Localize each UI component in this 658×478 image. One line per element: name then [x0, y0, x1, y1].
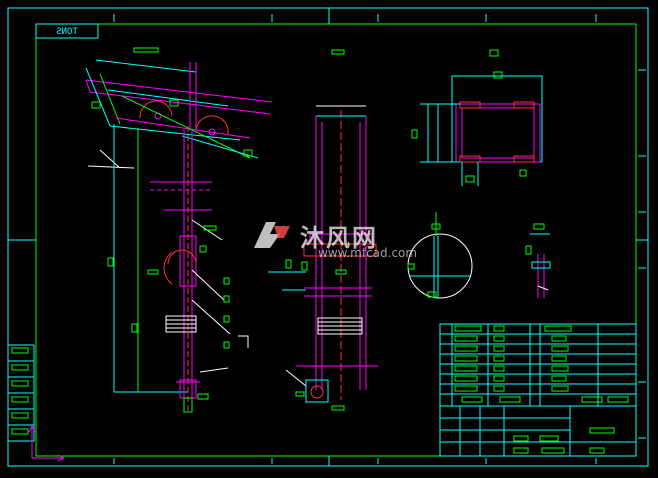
title-block — [439, 323, 637, 457]
left-legend-blocks — [7, 344, 35, 442]
view-detail-circle — [407, 212, 473, 299]
view-column-post — [107, 126, 249, 414]
view-inclined-assembly — [85, 47, 273, 393]
view-detail-bracket — [525, 223, 551, 298]
watermark-text: 沐风网 — [300, 224, 378, 252]
watermark-logo-icon — [254, 222, 290, 248]
corner-tag: TONS — [56, 27, 78, 37]
view-plan-box — [411, 49, 543, 186]
corner-tag-box — [35, 23, 99, 39]
watermark-url: www.mfcad.com — [318, 246, 418, 260]
view-front-elevation — [268, 49, 378, 411]
outer-border — [7, 7, 649, 467]
border-ticks — [113, 14, 646, 464]
ucs-axis-icon — [28, 424, 66, 462]
title-block-entries — [454, 325, 629, 454]
